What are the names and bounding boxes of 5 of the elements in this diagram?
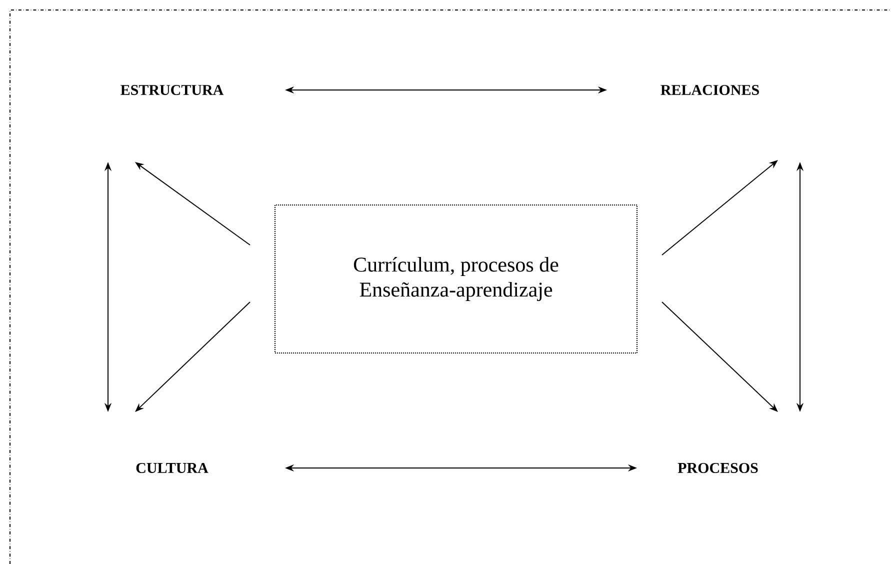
- label-text: ESTRUCTURA: [120, 84, 224, 96]
- text-box: Currículum, procesos de Enseñanza-aprendizaje: [274, 204, 638, 354]
- label-text: RELACIONES: [660, 84, 759, 96]
- label-text: PROCESOS: [678, 462, 758, 474]
- label-text: CULTURA: [136, 462, 208, 474]
